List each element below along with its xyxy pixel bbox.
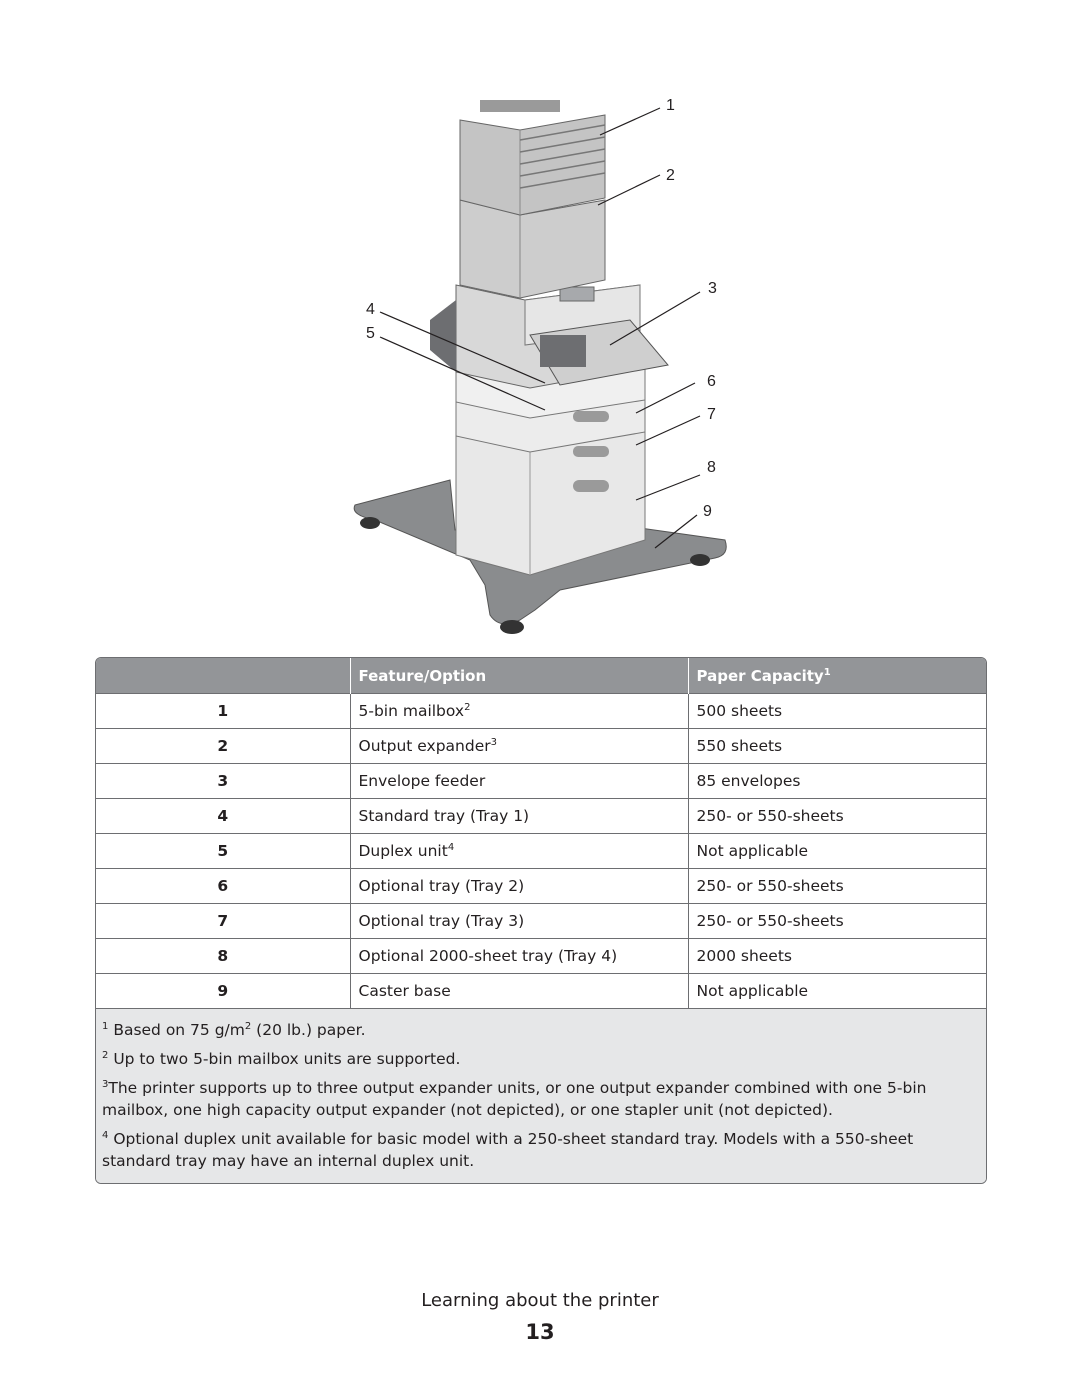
row-number: 2 (96, 728, 350, 764)
row-capacity: Not applicable (687, 833, 986, 869)
callout-7: 7 (707, 406, 716, 423)
callout-2: 2 (666, 167, 675, 184)
table-row: 5 Duplex unit4 Not applicable (96, 833, 986, 869)
table-row: 3 Envelope feeder 85 envelopes (96, 763, 986, 799)
callout-4: 4 (366, 301, 375, 318)
row-feature: Optional 2000-sheet tray (Tray 4) (349, 938, 688, 974)
header-feature: Feature/Option (349, 658, 688, 694)
callout-1: 1 (666, 97, 675, 114)
row-capacity: Not applicable (687, 973, 986, 1008)
row-number: 4 (96, 798, 350, 834)
row-number: 6 (96, 868, 350, 904)
row-capacity: 85 envelopes (687, 763, 986, 799)
table-header-row: Feature/Option Paper Capacity1 (96, 658, 986, 694)
row-feature: Caster base (349, 973, 688, 1008)
footnote-3: 3The printer supports up to three output… (102, 1079, 927, 1119)
table-row: 8 Optional 2000-sheet tray (Tray 4) 2000… (96, 938, 986, 974)
callout-8: 8 (707, 459, 716, 476)
row-feature: 5-bin mailbox2 (349, 693, 688, 729)
row-number: 5 (96, 833, 350, 869)
row-capacity: 250- or 550-sheets (687, 868, 986, 904)
table-row: 4 Standard tray (Tray 1) 250- or 550-she… (96, 798, 986, 834)
row-feature: Output expander3 (349, 728, 688, 764)
callout-5: 5 (366, 325, 375, 342)
footnote-2: 2 Up to two 5-bin mailbox units are supp… (102, 1050, 461, 1068)
row-number: 8 (96, 938, 350, 974)
footnote-1: 1 Based on 75 g/m2 (20 lb.) paper. (102, 1021, 366, 1039)
row-feature: Duplex unit4 (349, 833, 688, 869)
table-row: 6 Optional tray (Tray 2) 250- or 550-she… (96, 868, 986, 904)
table-row: 1 5-bin mailbox2 500 sheets (96, 693, 986, 729)
row-number: 7 (96, 903, 350, 939)
callout-9: 9 (703, 503, 712, 520)
row-feature: Envelope feeder (349, 763, 688, 799)
footnote-4: 4 Optional duplex unit available for bas… (102, 1130, 914, 1170)
row-capacity: 550 sheets (687, 728, 986, 764)
header-number (96, 658, 350, 694)
row-capacity: 500 sheets (687, 693, 986, 729)
section-title: Learning about the printer (421, 1290, 659, 1311)
page-number: 13 (525, 1320, 555, 1344)
footnotes: 1 Based on 75 g/m2 (20 lb.) paper. 2 Up … (96, 1008, 986, 1183)
header-capacity: Paper Capacity1 (687, 658, 986, 694)
row-capacity: 250- or 550-sheets (687, 903, 986, 939)
row-capacity: 2000 sheets (687, 938, 986, 974)
row-feature: Optional tray (Tray 3) (349, 903, 688, 939)
row-capacity: 250- or 550-sheets (687, 798, 986, 834)
row-feature: Standard tray (Tray 1) (349, 798, 688, 834)
row-number: 1 (96, 693, 350, 729)
row-number: 9 (96, 973, 350, 1008)
table-row: 9 Caster base Not applicable (96, 973, 986, 1008)
printer-illustration: 1 2 3 4 5 6 7 8 9 (353, 97, 727, 634)
callout-6: 6 (707, 373, 716, 390)
table-row: 7 Optional tray (Tray 3) 250- or 550-she… (96, 903, 986, 939)
callout-3: 3 (708, 280, 717, 297)
row-number: 3 (96, 763, 350, 799)
table-row: 2 Output expander3 550 sheets (96, 728, 986, 764)
feature-table: Feature/Option Paper Capacity1 1 5-bin m… (95, 657, 987, 1184)
row-feature: Optional tray (Tray 2) (349, 868, 688, 904)
